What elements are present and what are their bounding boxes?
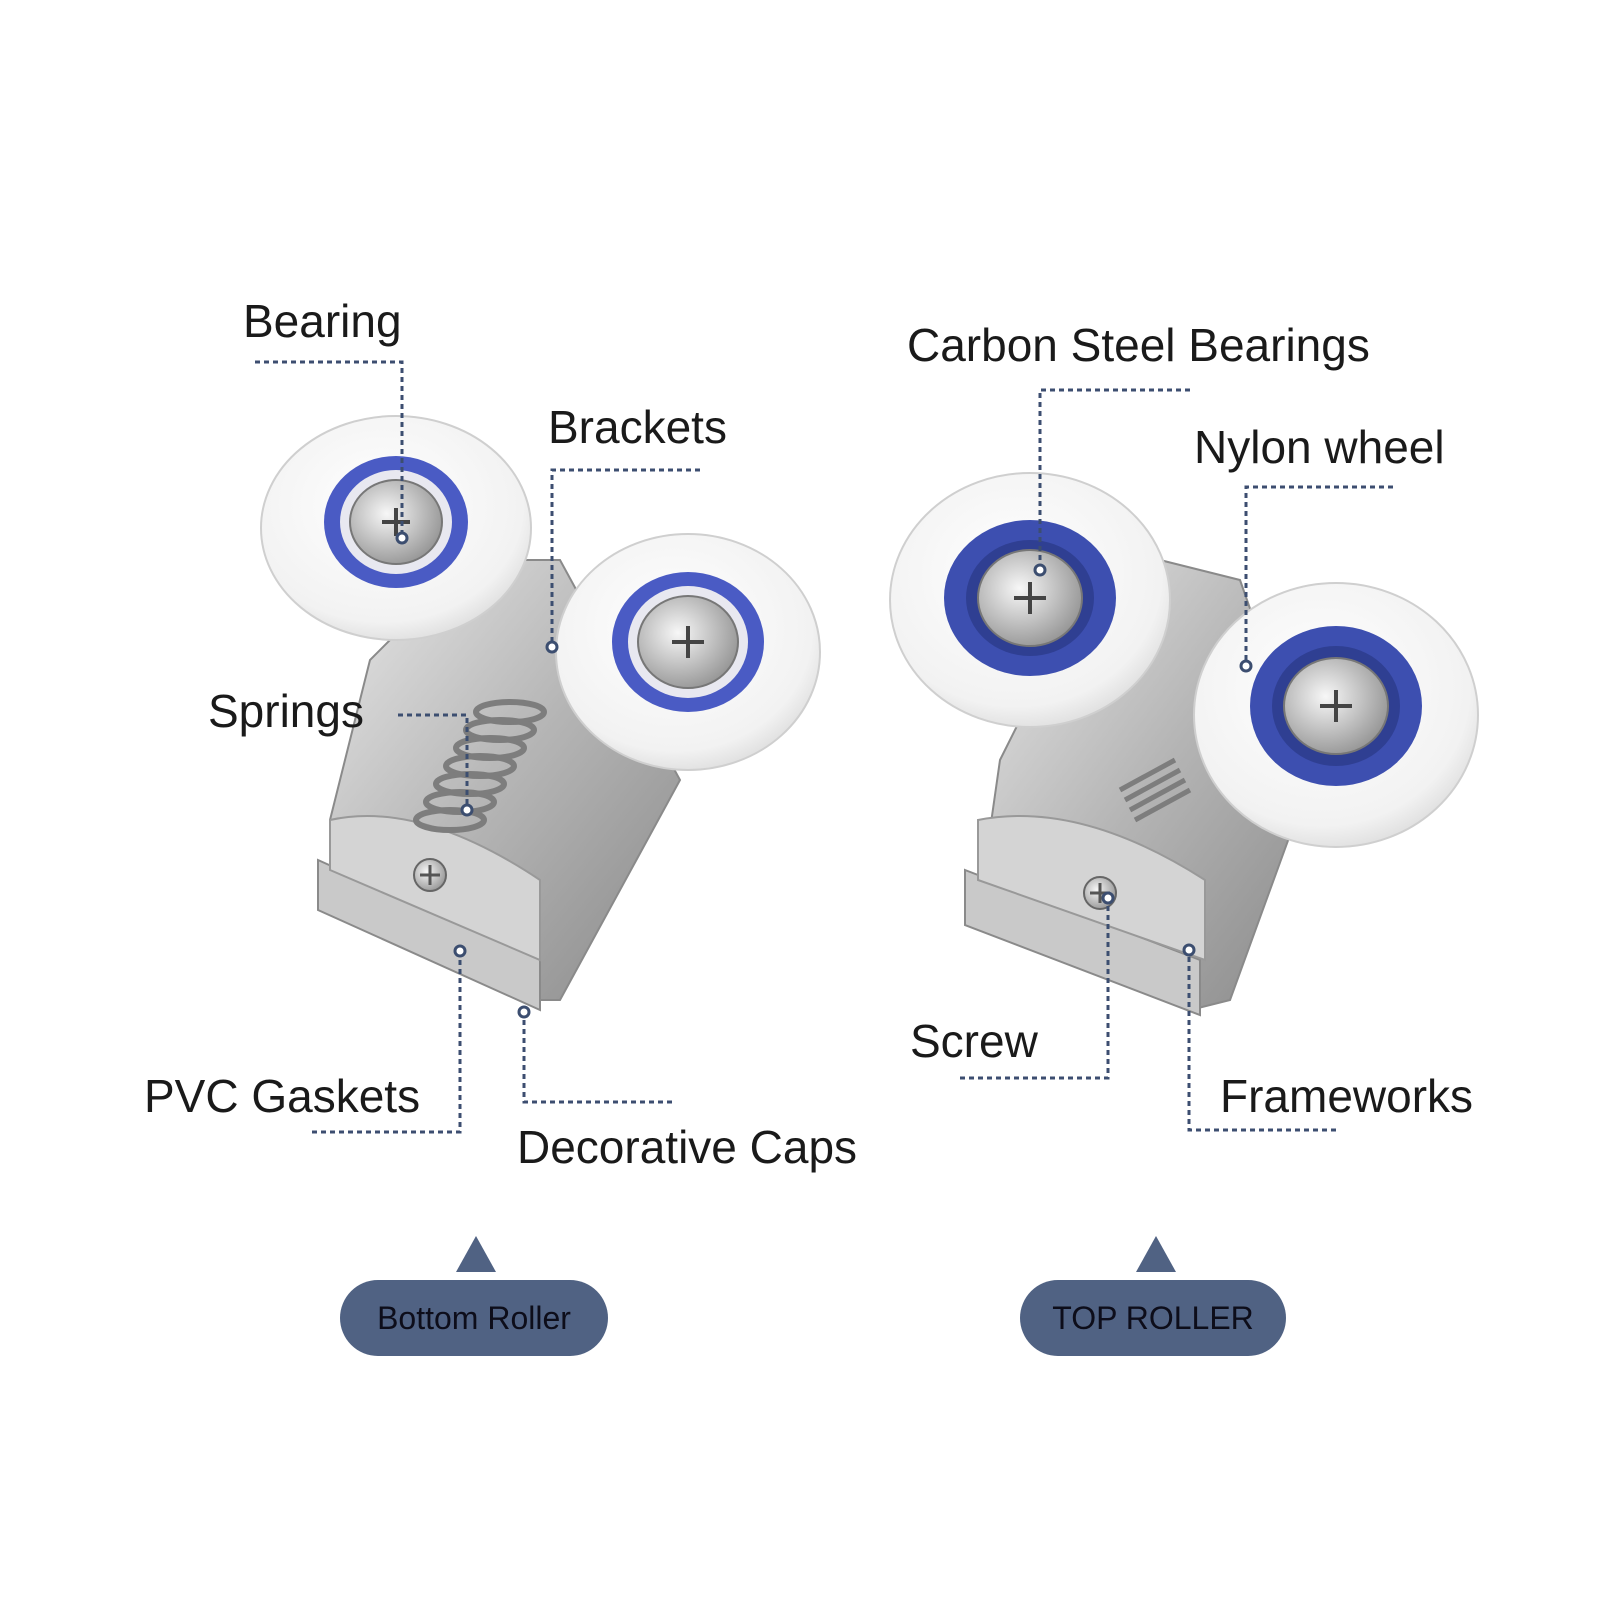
leader-screw [960,898,1110,1080]
label-carbon-steel-bearings: Carbon Steel Bearings [907,319,1370,371]
top-roller-button-label: TOP ROLLER [1052,1299,1254,1336]
label-springs: Springs [208,685,364,737]
bottom-wheel-left-icon [260,415,532,641]
label-pvc-gaskets: PVC Gaskets [144,1070,421,1122]
dot-springs [460,803,474,817]
top-wheel-right-icon [1193,582,1479,848]
leader-frameworks [1187,950,1336,1132]
leader-decorative-caps [522,1012,672,1104]
dot-decorative-caps [517,1005,531,1019]
dot-frameworks [1182,943,1196,957]
dot-brackets [545,640,559,654]
leader-bearing [255,360,404,535]
label-bearing: Bearing [243,295,402,347]
leader-lines [255,360,1393,1134]
top-wheel-left-icon [889,472,1171,728]
leader-brackets [550,468,700,645]
front-screw-icon [413,858,447,892]
bottom-roller-button-label: Bottom Roller [377,1299,571,1336]
leader-springs [398,713,469,810]
dot-carbon-steel-bearings [1033,563,1047,577]
bottom-roller-button[interactable]: Bottom Roller [340,1280,608,1356]
dot-bearing [395,531,409,545]
label-frameworks: Frameworks [1220,1070,1474,1122]
dot-nylon-wheel [1239,659,1253,673]
label-nylon-wheel: Nylon wheel [1194,421,1445,473]
dot-screw [1101,891,1115,905]
up-arrow-icon [1136,1236,1176,1272]
bottom-wheel-right-icon [555,533,821,771]
up-arrow-icon [456,1236,496,1272]
label-screw: Screw [910,1015,1038,1067]
leader-dots [395,531,1253,1019]
top-roller-button[interactable]: TOP ROLLER [1020,1280,1286,1356]
label-brackets: Brackets [548,401,727,453]
threaded-screw-icon [1118,757,1192,823]
leader-pvc-gaskets [312,953,462,1134]
dot-pvc-gaskets [453,944,467,958]
leader-nylon-wheel [1244,485,1393,666]
label-decorative-caps: Decorative Caps [517,1121,858,1173]
leader-carbon-steel-bearings [1038,388,1190,570]
